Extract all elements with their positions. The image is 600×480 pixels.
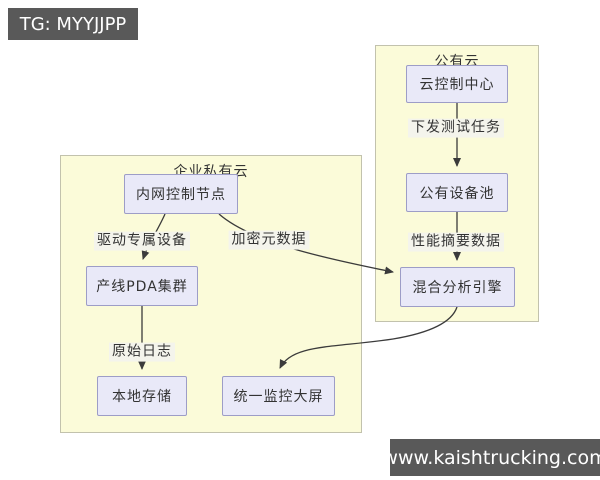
node-local-storage: 本地存储 bbox=[97, 376, 187, 416]
node-cloud-control-center: 云控制中心 bbox=[406, 65, 508, 103]
node-production-pda-cluster: 产线PDA集群 bbox=[86, 266, 198, 306]
watermark-url-badge: www.kaishtrucking.com bbox=[382, 439, 600, 476]
node-hybrid-analysis-engine: 混合分析引擎 bbox=[400, 267, 515, 307]
watermark-telegram-badge: TG: MYYJJPP bbox=[8, 8, 138, 40]
node-unified-monitor-screen: 统一监控大屏 bbox=[222, 376, 335, 416]
edge-label-encrypted-metadata: 加密元数据 bbox=[228, 230, 310, 250]
edge-label-drive-dedicated-devices: 驱动专属设备 bbox=[94, 231, 190, 251]
node-intranet-control-node: 内网控制节点 bbox=[124, 174, 238, 214]
edge-label-dispatch-test-tasks: 下发测试任务 bbox=[408, 118, 504, 138]
edge-label-raw-logs: 原始日志 bbox=[109, 342, 175, 362]
edge-label-performance-summary-data: 性能摘要数据 bbox=[408, 232, 504, 252]
node-public-device-pool: 公有设备池 bbox=[406, 173, 508, 212]
